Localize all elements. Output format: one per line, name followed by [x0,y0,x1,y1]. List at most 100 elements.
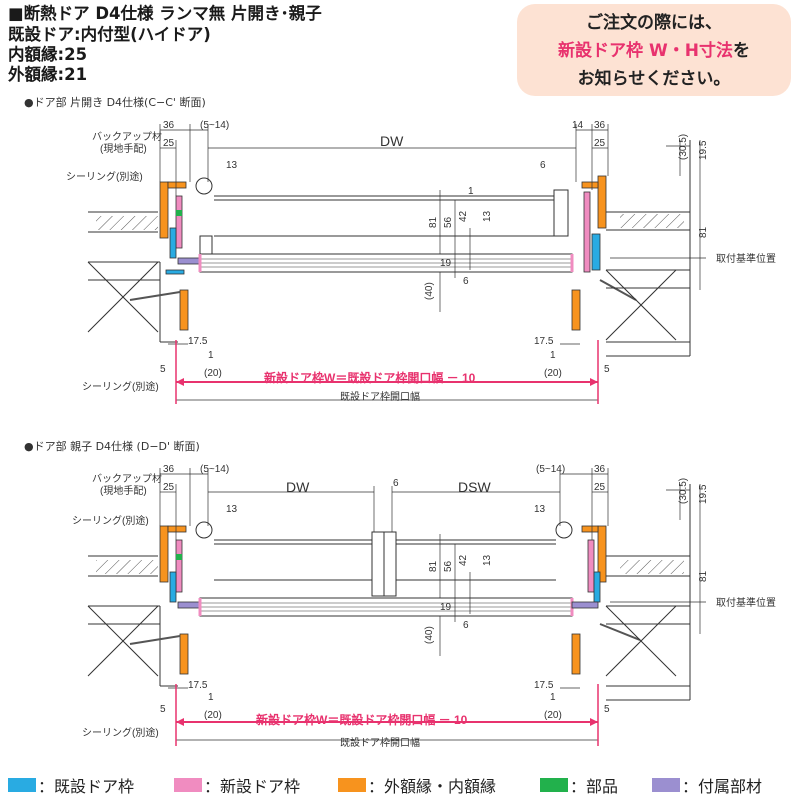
dim-dw: DW [380,133,404,149]
dim-19-5: 19.5 [698,140,709,160]
label2-mount-reference: 取付基準位置 [716,596,776,609]
legend-label: ：付属部材 [682,777,763,796]
dim-20-left: (20) [204,368,222,379]
dim2-13-left: 13 [226,504,238,515]
dim-5-right: 5 [604,364,610,375]
dim-1-left: 1 [208,350,214,361]
label-sealing-bottom: シーリング(別途) [82,380,159,393]
notice-line-1: ご注文の際には、 [586,13,722,33]
dim2-20-right: (20) [544,710,562,721]
order-notice-box: ご注文の際には、 新設ドア枠 W・H寸法を お知らせください。 [517,4,791,96]
label2-sealing-bottom: シーリング(別途) [82,726,159,739]
dim2-5-left: 5 [160,704,166,715]
label-backup-material: バックアップ材 [92,130,162,143]
dim2-30-5: (30.5) [678,478,689,504]
title-line-4: 外額縁:21 [8,65,88,84]
dim2-42: 42 [458,554,469,566]
legend-swatch-purple [652,778,680,792]
dim-lines-2 [159,468,706,741]
dim-6: 6 [540,160,546,171]
dim2-6-mid: 6 [463,620,469,631]
title-line-2: 既設ドア:内付型(ハイドア) [8,25,211,44]
legend-label: ：外額縁・内額縁 [368,777,497,796]
right-wall-2 [605,484,691,701]
dim-17-5-left: 17.5 [188,336,208,347]
legend-item-accessories: ：付属部材 [652,773,762,797]
legend-swatch-green [540,778,568,792]
left-wall-2 [87,555,178,687]
legend-label: ：部品 [570,777,619,796]
label-mount-reference: 取付基準位置 [716,252,776,265]
label2-backup-local: (現地手配) [100,484,147,497]
label2-backup-material: バックアップ材 [92,472,162,485]
section-1-drawing: 36 (5~14) DW 14 36 25 25 13 6 (30.5) 19.… [66,120,776,404]
label2-sealing-top: シーリング(別途) [72,514,149,527]
dim-36-left: 36 [163,120,175,131]
dim-56: 56 [443,216,454,228]
dim-5-14: (5~14) [200,120,229,131]
dim-17-5-right: 17.5 [534,336,554,347]
dim-lines-1 [159,124,706,404]
section-drawings: 36 (5~14) DW 14 36 25 25 13 6 (30.5) 19.… [66,120,776,749]
door-leaves-2 [198,531,574,617]
title-line-3: 内額縁:25 [8,45,88,64]
dim-13-mid: 13 [482,210,493,222]
dim-1: 1 [468,186,474,197]
dim-5-left: 5 [160,364,166,375]
right-frame-2 [555,521,641,675]
section-title-double: ●ドア部 親子 D4仕様 (D−D' 断面) [24,440,200,453]
dim2-81: 81 [428,560,439,572]
notice-line-2: 新設ドア枠 W・H寸法を [517,37,791,65]
dim2-25-left: 25 [163,482,175,493]
notice-highlight: 新設ドア枠 W・H寸法 [558,41,733,61]
dim2-17-5-right: 17.5 [534,680,554,691]
legend-swatch-cyan [8,778,36,792]
new-frame-width-formula-2: 新設ドア枠W＝既設ドア枠開口幅 － 10 [256,712,468,727]
new-frame-width-formula: 新設ドア枠W＝既設ドア枠開口幅 － 10 [264,370,476,385]
section-title-single: ●ドア部 片開き D4仕様(C−C' 断面) [24,96,206,109]
dim2-25-right: 25 [594,482,606,493]
dim-25-left: 25 [163,138,175,149]
dim-81: 81 [428,216,439,228]
existing-opening-width: 既設ドア枠開口幅 [340,390,420,403]
dim2-5-14-left: (5~14) [200,464,229,475]
dim-36-right: 36 [594,120,606,131]
notice-line-2-suffix: を [732,41,750,61]
left-wall-1 [87,211,178,343]
dim2-13-right: 13 [534,504,546,515]
dim2-19: 19 [440,602,452,613]
dim-25-right: 25 [594,138,606,149]
dim2-6-top: 6 [393,478,399,489]
section-2-drawing: 36 (5~14) DW 6 DSW (5~14) 36 25 25 13 13… [72,464,776,749]
dim2-5-14-right: (5~14) [536,464,565,475]
label-backup-local: (現地手配) [100,142,147,155]
dim-30-5: (30.5) [678,134,689,160]
dim2-dsw: DSW [458,479,491,495]
dim-6-mid: 6 [463,276,469,287]
legend-item-existing-frame: ：既設ドア枠 [8,773,134,797]
dim2-17-5-left: 17.5 [188,680,208,691]
right-wall-1 [605,140,691,357]
dim2-20-left: (20) [204,710,222,721]
dim2-36-left: 36 [163,464,175,475]
dim-20-right: (20) [544,368,562,379]
right-frame-1 [553,175,637,331]
label-sealing-top: シーリング(別途) [66,170,143,183]
color-legend: ：既設ドア枠 ：新設ドア枠 ：外額縁・内額縁 ：部品 ：付属部材 [0,768,800,800]
dim2-1-right: 1 [550,692,556,703]
door-leaf-1 [198,195,574,273]
legend-label: ：新設ドア枠 [204,777,301,796]
notice-line-3: お知らせください。 [577,69,731,89]
dim-1-right: 1 [550,350,556,361]
dim-14: 14 [572,120,584,131]
legend-swatch-orange [338,778,366,792]
dim-40: (40) [424,282,435,300]
dim2-dw: DW [286,479,310,495]
legend-item-new-frame: ：新設ドア枠 [174,773,300,797]
dim2-1-left: 1 [208,692,214,703]
dim2-13-mid: 13 [482,554,493,566]
dim2-5-right: 5 [604,704,610,715]
legend-item-casing: ：外額縁・内額縁 [338,773,496,797]
existing-opening-width-2: 既設ドア枠開口幅 [340,736,420,749]
dim2-40: (40) [424,626,435,644]
